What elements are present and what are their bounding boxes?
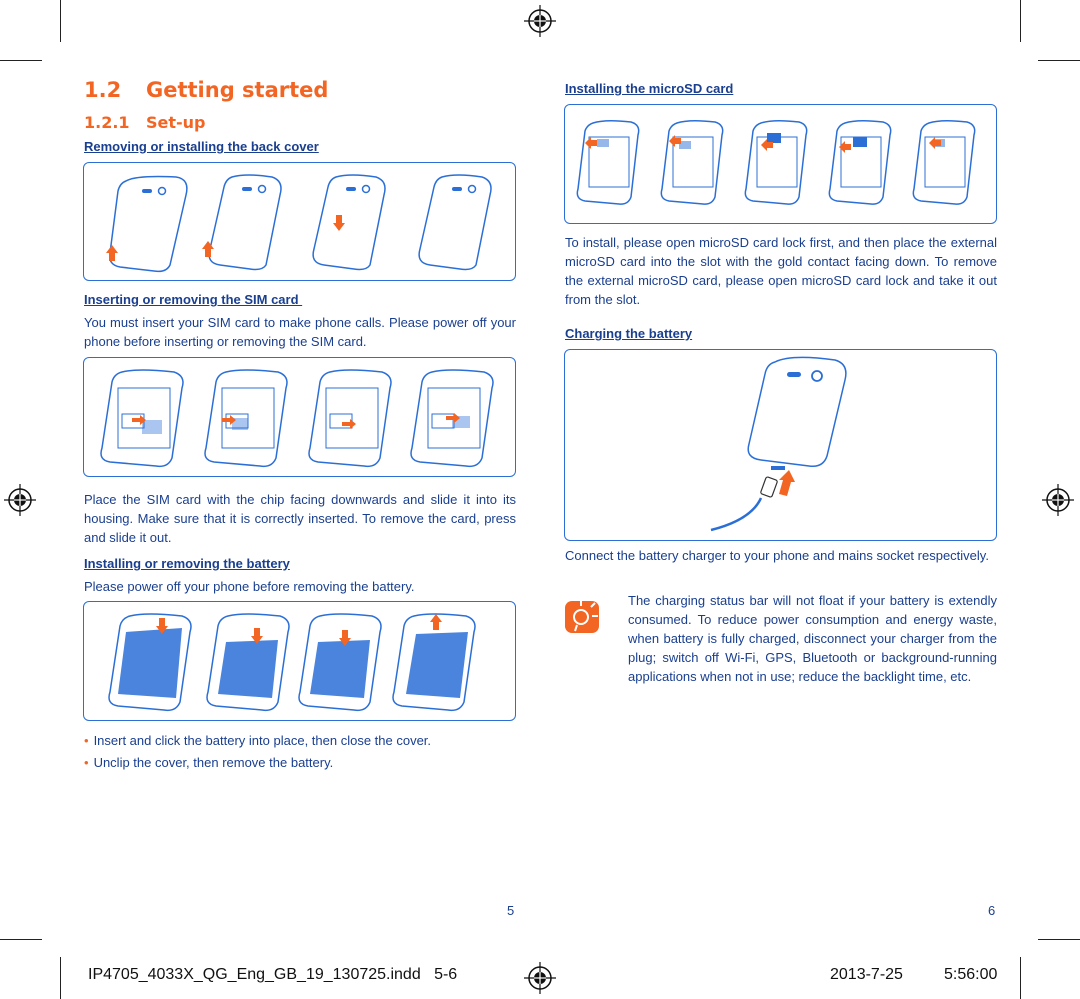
phone-charging-illustration — [710, 356, 847, 532]
subsection-number: 1.2.1 — [84, 113, 130, 132]
phone-microsd-illustration — [744, 119, 808, 205]
bullet-text: Unclip the cover, then remove the batter… — [93, 755, 334, 770]
phone-microsd-illustration — [828, 119, 892, 205]
phone-open-illustration — [308, 369, 392, 468]
subsection-title-text: Set-up — [146, 113, 206, 132]
charging-text: Connect the battery charger to your phon… — [565, 548, 989, 563]
phone-back-illustration — [106, 175, 188, 273]
phone-battery-illustration — [206, 613, 290, 712]
battery-heading: Installing or removing the battery — [84, 556, 290, 571]
registration-mark-icon — [524, 5, 556, 37]
crop-mark — [1020, 0, 1021, 42]
registration-mark-icon — [524, 962, 556, 994]
back-cover-figure — [83, 162, 516, 281]
section-number: 1.2 — [84, 78, 122, 102]
footer-file: IP4705_4033X_QG_Eng_GB_19_130725.indd 5-… — [88, 966, 458, 983]
phone-battery-illustration — [298, 613, 382, 712]
phone-open-illustration — [410, 369, 494, 468]
phone-microsd-illustration — [576, 119, 640, 205]
bullet-text: Insert and click the battery into place,… — [93, 733, 432, 748]
footer-date: 2013-7-25 — [830, 966, 903, 983]
sim-figure — [83, 357, 516, 477]
registration-mark-icon — [4, 484, 36, 516]
subsection-title: 1.2.1 Set-up — [84, 113, 206, 132]
sim-intro-text: You must insert your SIM card to make ph… — [84, 315, 516, 349]
page-number-right: 6 — [988, 903, 996, 918]
charging-tip-text: The charging status bar will not float i… — [628, 593, 997, 684]
battery-figure — [83, 601, 516, 721]
battery-bullet-1: •Insert and click the battery into place… — [84, 733, 432, 748]
phone-battery-illustration — [392, 613, 476, 712]
crop-mark — [0, 60, 42, 61]
crop-mark — [1020, 957, 1021, 999]
crop-mark — [1038, 939, 1080, 940]
crop-mark — [60, 957, 61, 999]
phone-microsd-illustration — [912, 119, 976, 205]
page-number-left: 5 — [507, 903, 515, 918]
phone-battery-illustration — [108, 613, 192, 712]
phone-open-illustration — [204, 369, 288, 468]
registration-mark-icon — [1042, 484, 1074, 516]
tip-bulb-icon — [565, 601, 599, 633]
battery-bullet-2: •Unclip the cover, then remove the batte… — [84, 755, 334, 770]
battery-intro-text: Please power off your phone before remov… — [84, 579, 415, 594]
back-cover-heading: Removing or installing the back cover — [84, 139, 319, 154]
phone-back-illustration — [312, 174, 386, 271]
charging-figure — [564, 349, 997, 541]
sim-heading: Inserting or removing the SIM card — [84, 292, 303, 307]
footer-time: 5:56:00 — [944, 966, 998, 983]
crop-mark — [60, 0, 61, 42]
crop-mark — [0, 939, 42, 940]
microsd-figure — [564, 104, 997, 224]
charging-heading: Charging the battery — [565, 326, 693, 341]
microsd-heading: Installing the microSD card — [565, 81, 734, 96]
section-title: 1.2 Getting started — [84, 78, 328, 102]
microsd-text: To install, please open microSD card loc… — [565, 235, 997, 307]
sim-after-text: Place the SIM card with the chip facing … — [84, 492, 516, 545]
phone-microsd-illustration — [660, 119, 724, 205]
section-title-text: Getting started — [146, 78, 329, 102]
phone-back-illustration — [418, 174, 492, 271]
phone-open-illustration — [100, 369, 184, 468]
phone-back-illustration — [202, 174, 282, 271]
crop-mark — [1038, 60, 1080, 61]
